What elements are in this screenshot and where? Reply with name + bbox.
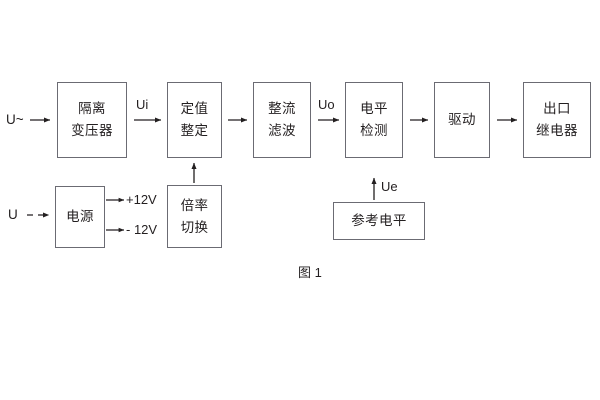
block-level-detection[interactable]: 电平 检测 (345, 82, 403, 158)
block-setpoint-setting-line2: 整定 (180, 123, 209, 138)
block-output-relay-line1: 出口 (543, 101, 571, 117)
block-setpoint-setting-line1: 定值 (180, 101, 209, 117)
block-multiplier-switch-line2: 切换 (180, 219, 209, 235)
block-rectify-filter[interactable]: 整流 滤波 (253, 82, 311, 158)
block-isolation-transformer-line1: 隔离 (78, 101, 106, 117)
block-multiplier-switch-line1: 倍率 (180, 197, 209, 213)
signal-label-uo: Uo (318, 97, 335, 112)
input-label-dc: U (8, 207, 18, 222)
block-drive-line1: 驱动 (448, 112, 476, 128)
block-reference-level-line1: 参考电平 (351, 213, 407, 229)
block-power-supply-line1: 电源 (66, 209, 94, 225)
block-rectify-filter-line1: 整流 (268, 101, 296, 117)
rail-label-negative: - 12V (126, 222, 158, 237)
block-setpoint-setting[interactable]: 定值 整定 (167, 82, 222, 158)
block-level-detection-line2: 检测 (360, 123, 388, 138)
figure-caption: 图 1 (298, 265, 322, 280)
block-output-relay[interactable]: 出口 继电器 (523, 82, 591, 158)
block-rectify-filter-line2: 滤波 (268, 123, 296, 138)
signal-label-ue: Ue (381, 179, 398, 194)
block-power-supply[interactable]: 电源 (55, 186, 105, 248)
block-drive[interactable]: 驱动 (434, 82, 490, 158)
block-multiplier-switch[interactable]: 倍率 切换 (167, 185, 222, 248)
input-label-ac: U~ (6, 112, 24, 127)
block-isolation-transformer-line2: 变压器 (71, 123, 113, 138)
rail-label-positive: +12V (126, 192, 157, 207)
block-reference-level[interactable]: 参考电平 (333, 202, 425, 240)
block-level-detection-line1: 电平 (360, 101, 388, 117)
signal-label-ui: Ui (136, 97, 149, 112)
block-isolation-transformer[interactable]: 隔离 变压器 (57, 82, 127, 158)
block-output-relay-line2: 继电器 (536, 123, 578, 138)
